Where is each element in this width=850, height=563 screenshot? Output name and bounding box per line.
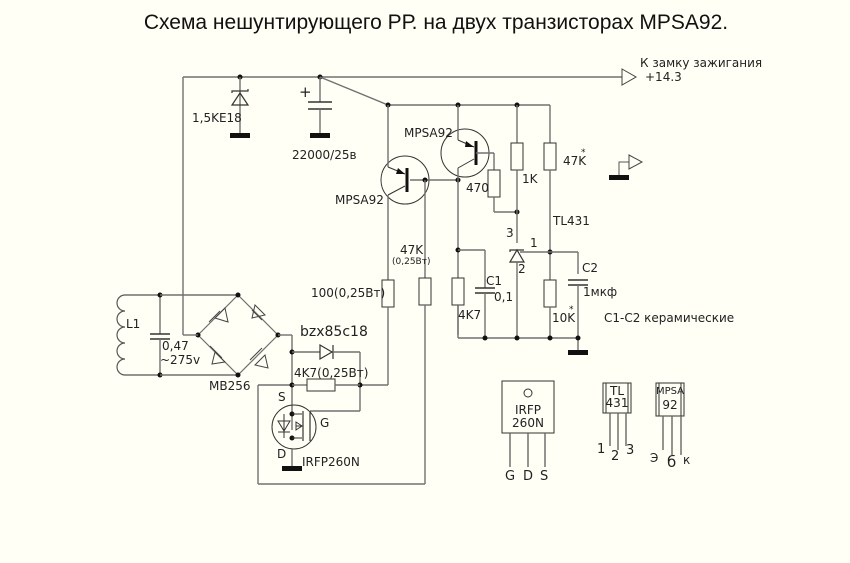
pinout-irfp260n <box>501 380 555 467</box>
r10k-label: 10K <box>552 311 576 325</box>
mosfet-irfp260n <box>271 404 317 471</box>
main-capacitor <box>308 77 332 138</box>
output-label: К замку зажигания <box>640 56 762 70</box>
pinout-irfp-pin-g: G <box>505 469 515 484</box>
pinout-tl431-line2: 431 <box>606 396 629 410</box>
schematic-title: Схема нешунтирующего РР. на двух транзис… <box>144 11 728 34</box>
pinout-tl431 <box>602 382 632 450</box>
pinout-irfp-line2: 260N <box>512 416 544 430</box>
bridge-label: MB256 <box>209 379 251 393</box>
mosfet-source-label: S <box>278 390 286 404</box>
q1-label: MPSA92 <box>335 193 384 207</box>
pinout-mpsa-pin-k: к <box>683 453 690 467</box>
resistor-100 <box>360 279 395 386</box>
resistor-470 <box>487 169 520 215</box>
tl431-regulator <box>508 248 579 338</box>
c1-label: C1 <box>486 274 502 288</box>
capacitor-c1 <box>475 250 495 338</box>
tvs-label: 1,5KE18 <box>192 111 242 125</box>
tvs-diode <box>230 77 250 138</box>
ceramic-note: C1-C2 керамические <box>604 311 734 325</box>
pinout-mpsa92 <box>655 382 685 455</box>
c2-value: 1мкф <box>583 285 617 299</box>
c2-label: C2 <box>582 261 598 275</box>
pinout-irfp-pin-d: D <box>523 469 533 484</box>
pinout-irfp-pin-s: S <box>540 469 548 484</box>
inductor-l1 <box>116 294 160 376</box>
pinout-mpsa-pin-e: Э <box>650 451 658 465</box>
output-voltage: +14.3 <box>645 70 682 84</box>
ground-reference-symbol <box>609 154 644 180</box>
pinout-mpsa-line1: MPSA <box>656 386 684 397</box>
pinout-tl431-pin2: 2 <box>611 449 619 464</box>
resistor-4k7 <box>451 247 485 338</box>
tl431-pin2: 2 <box>518 262 526 276</box>
pinout-tl431-line1: TL <box>609 384 624 398</box>
mosfet-drain-label: D <box>277 447 286 461</box>
mosfet-gate-label: G <box>320 416 329 430</box>
q2-label: MPSA92 <box>404 126 453 140</box>
capacitor-047 <box>150 292 238 378</box>
resistor-gate-4k7 <box>289 378 363 412</box>
r47k-star-label: 47K <box>563 154 587 168</box>
diode-bridge <box>182 292 281 378</box>
transistor-q1 <box>380 105 461 280</box>
resistor-47k-star <box>543 105 557 280</box>
r47k-label: 47K <box>400 243 424 257</box>
tl431-label: TL431 <box>552 214 590 228</box>
c1-value: 0,1 <box>494 290 513 304</box>
pinout-mpsa-pin-b: б <box>667 453 676 471</box>
regulator-ground-rail <box>458 335 581 341</box>
resistor-47k <box>257 180 432 485</box>
r10k-star-mark: * <box>569 305 574 315</box>
resistor-10k-star <box>543 279 557 338</box>
c047-value: 0,47 <box>162 339 189 353</box>
r1k-label: 1K <box>522 172 539 186</box>
c047-voltage: ~275v <box>160 353 200 367</box>
r47k-star-mark: * <box>581 148 586 158</box>
resistor-1k <box>510 105 524 243</box>
r470-label: 470 <box>466 181 489 195</box>
pinout-tl431-pin1: 1 <box>597 442 605 457</box>
pinout-mpsa-line2: 92 <box>662 398 677 412</box>
r4k7-label: 4K7 <box>458 308 481 322</box>
mosfet-label: IRFP260N <box>302 455 360 469</box>
pinout-irfp-line1: IRFP <box>515 403 541 417</box>
main-cap-label: 22000/25в <box>292 148 357 162</box>
pinout-tl431-pin3: 3 <box>626 443 634 458</box>
l1-label: L1 <box>126 317 140 331</box>
tl431-pin3: 3 <box>506 226 514 240</box>
r100-label: 100(0,25Вт) <box>311 286 385 300</box>
gate-resistor-label: 4K7(0,25Вт) <box>294 366 368 380</box>
zener-label: bzx85c18 <box>300 324 368 340</box>
tl431-pin1: 1 <box>530 236 538 250</box>
r47k-power: (0,25Вт) <box>392 257 430 267</box>
cap-plus-sign: + <box>299 83 312 101</box>
